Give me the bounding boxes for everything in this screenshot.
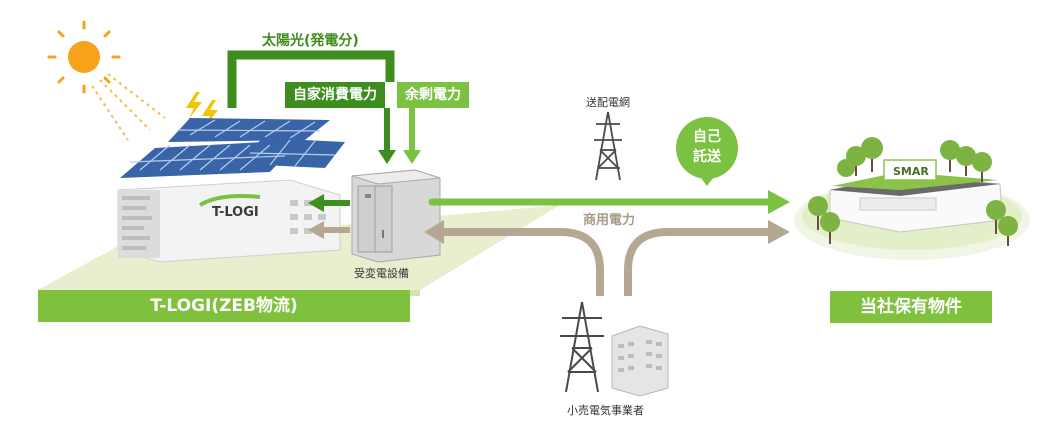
commercial-power-right-line xyxy=(624,228,770,296)
retailer-tower-icon xyxy=(560,301,604,393)
solar-panels xyxy=(120,118,345,178)
to-building-beige-arrowhead xyxy=(308,221,324,239)
self-consumption-label: 自家消費電力 xyxy=(285,82,385,108)
grid-label: 送配電網 xyxy=(586,96,630,109)
to-building-green-arrowhead xyxy=(308,194,324,212)
self-wheeling-arrowhead xyxy=(768,190,790,214)
self-wheeling-bubble xyxy=(676,117,738,186)
commercial-power-left-line xyxy=(440,228,604,296)
commercial-power-right-arrowhead xyxy=(768,220,790,244)
building-sign: T-LOGI xyxy=(212,205,259,220)
retailer-label: 小売電気事業者 xyxy=(567,404,644,417)
lightning-icon xyxy=(186,92,218,128)
tlogi-banner: T-LOGI(ZEB物流) xyxy=(38,290,410,322)
self-wheeling-label-line1: 自己 xyxy=(693,129,721,145)
own-property-site xyxy=(794,137,1030,260)
transmission-tower-icon xyxy=(594,111,622,181)
substation-label: 受変電設備 xyxy=(354,267,409,280)
commercial-power-left-arrowhead xyxy=(424,220,444,244)
substation-box xyxy=(351,169,441,263)
sun-icon xyxy=(47,20,166,141)
tlogi-building xyxy=(117,179,341,263)
self-consumption-arrowhead xyxy=(378,150,396,164)
commercial-power-label: 商用電力 xyxy=(583,213,636,228)
surplus-label: 余剰電力 xyxy=(397,82,469,108)
surplus-arrowhead xyxy=(403,150,421,164)
solar-flow-line xyxy=(227,50,395,108)
own-property-banner: 当社保有物件 xyxy=(830,291,992,323)
self-wheeling-label-line2: 託送 xyxy=(693,149,721,165)
solar-label: 太陽光(発電分) xyxy=(262,33,359,49)
office-building-icon xyxy=(611,325,669,397)
mall-sign: SMAR xyxy=(893,165,929,178)
